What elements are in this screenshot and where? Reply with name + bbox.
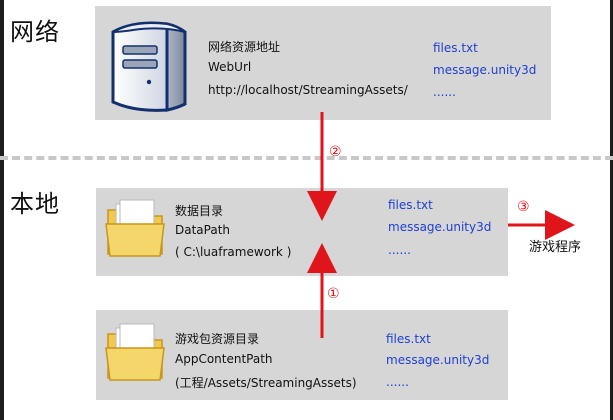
step-3-label: ③ bbox=[517, 199, 530, 215]
data-var-name: DataPath bbox=[175, 223, 231, 237]
folder-icon bbox=[105, 323, 165, 381]
data-file-2: message.unity3d bbox=[388, 220, 492, 234]
app-var-name: AppContentPath bbox=[175, 352, 273, 366]
network-resource-panel: 网络资源地址 WebUrl http://localhost/Streaming… bbox=[95, 6, 551, 120]
app-title: 游戏包资源目录 bbox=[175, 332, 260, 346]
network-file-3: ...... bbox=[433, 85, 456, 99]
network-var-name: WebUrl bbox=[208, 60, 252, 74]
local-region-label: 本地 bbox=[10, 190, 60, 218]
folder-icon bbox=[105, 199, 165, 257]
app-file-2: message.unity3d bbox=[386, 353, 490, 367]
network-local-divider bbox=[0, 156, 613, 160]
data-file-1: files.txt bbox=[388, 198, 433, 212]
data-file-3: ...... bbox=[388, 243, 411, 257]
network-title: 网络资源地址 bbox=[208, 40, 281, 54]
data-directory-panel: 数据目录 DataPath ( C:\luaframework ) files.… bbox=[96, 188, 508, 276]
server-icon bbox=[111, 21, 187, 112]
network-file-1: files.txt bbox=[433, 41, 478, 55]
data-path: ( C:\luaframework ) bbox=[175, 245, 292, 259]
app-file-1: files.txt bbox=[386, 332, 431, 346]
network-region-label: 网络 bbox=[10, 18, 60, 46]
network-path: http://localhost/StreamingAssets/ bbox=[208, 83, 408, 97]
app-path: (工程/Assets/StreamingAssets) bbox=[175, 376, 357, 390]
game-program-label: 游戏程序 bbox=[529, 240, 582, 255]
step-2-label: ② bbox=[329, 144, 342, 160]
data-title: 数据目录 bbox=[175, 204, 224, 218]
step-1-label: ① bbox=[327, 286, 340, 302]
app-content-panel: 游戏包资源目录 AppContentPath (工程/Assets/Stream… bbox=[96, 310, 508, 400]
left-border bbox=[0, 0, 4, 420]
app-file-3: ...... bbox=[386, 375, 409, 389]
network-file-2: message.unity3d bbox=[433, 63, 537, 77]
right-border bbox=[610, 0, 613, 420]
